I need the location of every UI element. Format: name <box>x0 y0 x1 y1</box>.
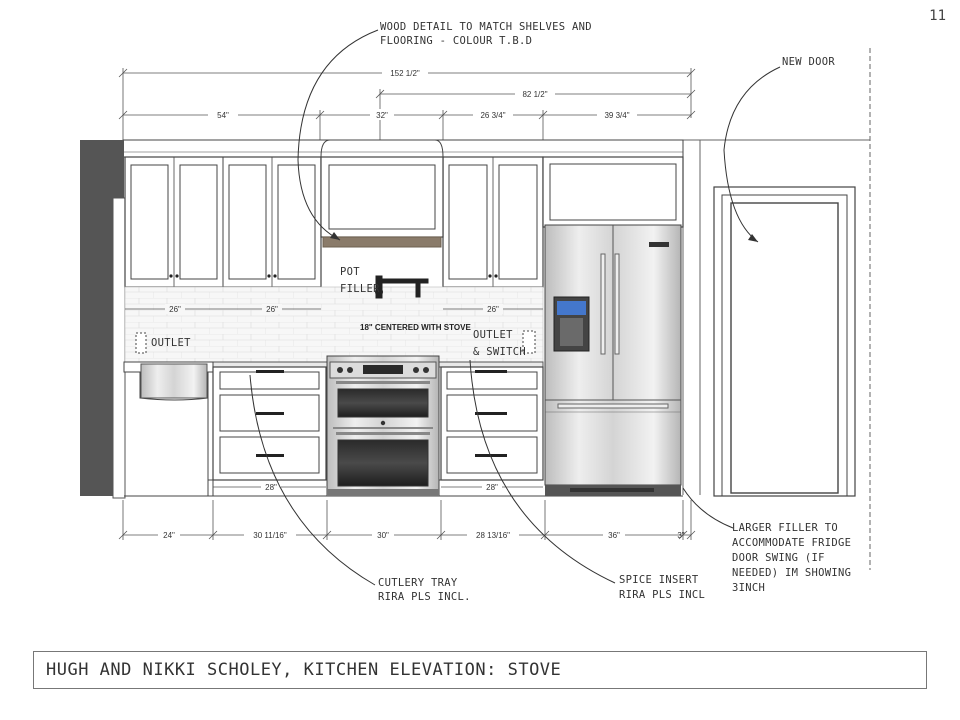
double-oven-range <box>326 355 440 497</box>
dim-cab-b: 26" <box>266 305 278 314</box>
dim-base-right: 28" <box>486 483 498 492</box>
filler-note-line3: DOOR SWING (IF <box>732 552 825 564</box>
farmhouse-sink <box>140 363 208 399</box>
dim-cab-a: 26" <box>169 305 181 314</box>
upper-cabinet-knobs <box>169 274 498 278</box>
cutlery-note-line1: CUTLERY TRAY <box>378 577 458 589</box>
dim-bottom-3: 30" <box>377 531 389 540</box>
outlet-note: OUTLET <box>151 337 191 349</box>
filler-note-line1: LARGER FILLER TO <box>732 522 838 534</box>
dim-bottom-2: 30 11/16" <box>253 531 287 540</box>
dim-base-left: 28" <box>265 483 277 492</box>
dim-overall: 152 1/2" <box>390 69 420 78</box>
dim-upper-left: 54" <box>217 111 229 120</box>
cutlery-note-line2: RIRA PLS INCL. <box>378 591 471 603</box>
dim-bottom-6: 3" <box>677 531 684 540</box>
right-wall <box>682 48 871 570</box>
drawing-title: HUGH AND NIKKI SCHOLEY, KITCHEN ELEVATIO… <box>46 660 562 680</box>
base-cabinet-handles <box>256 370 507 457</box>
dim-upper-hood: 32" <box>376 111 388 120</box>
upper-frame <box>122 139 684 158</box>
spice-note-line2: RIRA PLS INCL <box>619 589 705 601</box>
wood-detail-note-line1: WOOD DETAIL TO MATCH SHELVES AND <box>380 21 592 33</box>
filler-note-line2: ACCOMMODATE FRIDGE <box>732 537 851 549</box>
pot-filler-note-line2: FILLER <box>340 283 380 295</box>
top-dimension-labels: 152 1/2" 82 1/2" 54" 32" 26 3/4" 39 3/4" <box>208 67 637 120</box>
filler-note-line5: 3INCH <box>732 582 765 594</box>
new-door-note: NEW DOOR <box>782 56 835 68</box>
dim-bottom-4: 28 13/16" <box>476 531 510 540</box>
outlet-switch-box <box>522 330 536 354</box>
pot-filler <box>375 275 429 299</box>
top-dimensions <box>118 68 696 140</box>
filler-note-line4: NEEDED) IM SHOWING <box>732 567 851 579</box>
page-number: 11 <box>929 8 946 24</box>
wood-detail-note-line2: FLOORING - COLOUR T.B.D <box>380 35 532 47</box>
centered-with-stove-note: 18" CENTERED WITH STOVE <box>360 323 471 332</box>
outlet-switch-note-line2: & SWITCH <box>473 346 526 358</box>
bottom-dimensions <box>118 308 696 540</box>
dim-cab-c: 26" <box>487 305 499 314</box>
dim-upper-fridge: 39 3/4" <box>604 111 629 120</box>
spice-note-line1: SPICE INSERT <box>619 574 699 586</box>
dim-right-run: 82 1/2" <box>522 90 547 99</box>
leader-lines <box>249 29 781 586</box>
bottom-dimension-labels: 24" 30 11/16" 30" 28 13/16" 36" 3" 26" 2… <box>158 304 685 540</box>
french-door-fridge <box>544 224 682 496</box>
tile-backsplash <box>124 286 544 363</box>
outlet-left <box>135 332 147 354</box>
left-end-panel <box>112 197 126 499</box>
new-door <box>713 186 856 497</box>
leader-arrowheads <box>330 232 758 242</box>
upper-cabinets <box>124 156 684 288</box>
title-block: HUGH AND NIKKI SCHOLEY, KITCHEN ELEVATIO… <box>33 651 927 689</box>
wood-detail-strip <box>322 236 442 248</box>
dim-upper-mid: 26 3/4" <box>480 111 505 120</box>
range-hood <box>320 139 444 248</box>
dim-bottom-5: 36" <box>608 531 620 540</box>
outlet-switch-note-line1: OUTLET <box>473 329 513 341</box>
dim-bottom-1: 24" <box>163 531 175 540</box>
pot-filler-note-line1: POT <box>340 266 360 278</box>
